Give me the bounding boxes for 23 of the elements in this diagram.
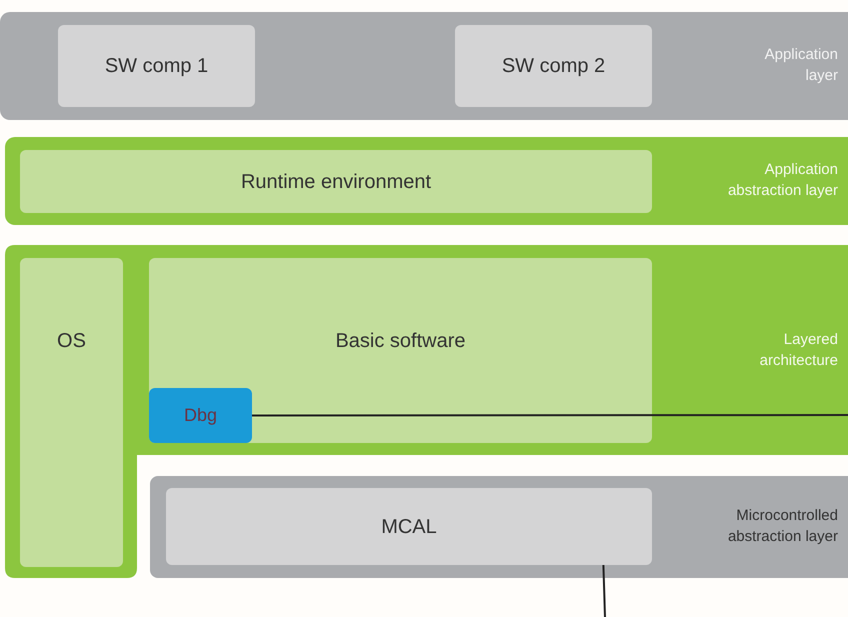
component-label: Runtime environment xyxy=(240,170,432,194)
component-box xyxy=(20,150,652,213)
connector-line xyxy=(252,414,848,416)
layer-label: Layered architecture xyxy=(758,330,838,371)
layer-label: Microcontrolled abstraction layer xyxy=(726,506,838,547)
component-label: MCAL xyxy=(381,514,437,540)
component-label: SW comp 1 xyxy=(104,54,208,79)
layer-band xyxy=(0,12,848,120)
component-box xyxy=(149,258,652,443)
layer-band xyxy=(150,476,848,578)
layer-label: Application layer xyxy=(764,45,838,86)
component-box xyxy=(20,258,123,567)
component-box xyxy=(166,488,652,565)
component-label: Basic software xyxy=(335,329,466,354)
component-label: OS xyxy=(57,329,86,354)
component-label: Dbg xyxy=(184,404,218,427)
component-box xyxy=(58,25,255,107)
component-label: SW comp 2 xyxy=(502,54,606,79)
layer-band xyxy=(5,137,848,225)
component-box xyxy=(455,25,652,107)
connector-line xyxy=(602,564,606,617)
layer-label: Application abstraction layer xyxy=(726,160,838,201)
debug-box xyxy=(149,388,252,443)
